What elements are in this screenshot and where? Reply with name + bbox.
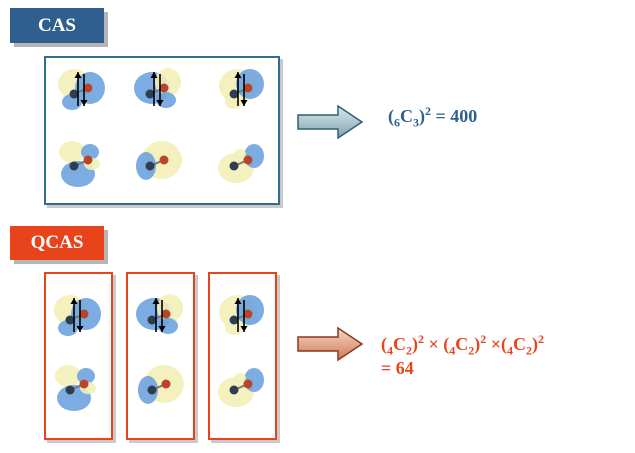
cas-arrow-icon (297, 104, 364, 140)
qcas-occupied-orbital-icon (219, 295, 264, 335)
qcas-orbital-panel-3 (208, 272, 277, 440)
cas-virtual-orbital-icon (59, 141, 100, 187)
qcas-virtual-orbital-icon (55, 365, 96, 411)
cas-occupied-orbital-icon (134, 68, 181, 108)
qcas-formula-line-1: (4C2)2 × (4C2)2 ×(4C2)2 (381, 332, 545, 358)
qcas-arrow-icon (297, 326, 364, 362)
qcas-virtual-orbital-icon (138, 365, 184, 404)
cas-occupied-orbital-icon (219, 69, 264, 109)
cas-label: CAS (10, 8, 104, 43)
cas-virtual-orbital-icon (136, 141, 182, 180)
cas-occupied-orbital-icon (58, 69, 105, 110)
qcas-formula: (4C2)2 × (4C2)2 ×(4C2)2 = 64 (381, 332, 544, 380)
qcas-occupied-orbital-icon (136, 294, 183, 334)
cas-virtual-orbital-icon (218, 144, 264, 183)
qcas-formula-result: = 64 (381, 358, 414, 378)
qcas-label: QCAS (10, 226, 104, 260)
qcas-occupied-orbital-icon (54, 295, 101, 336)
cas-formula: (6C3)2 = 400 (388, 104, 478, 130)
qcas-virtual-orbital-icon (218, 368, 264, 407)
